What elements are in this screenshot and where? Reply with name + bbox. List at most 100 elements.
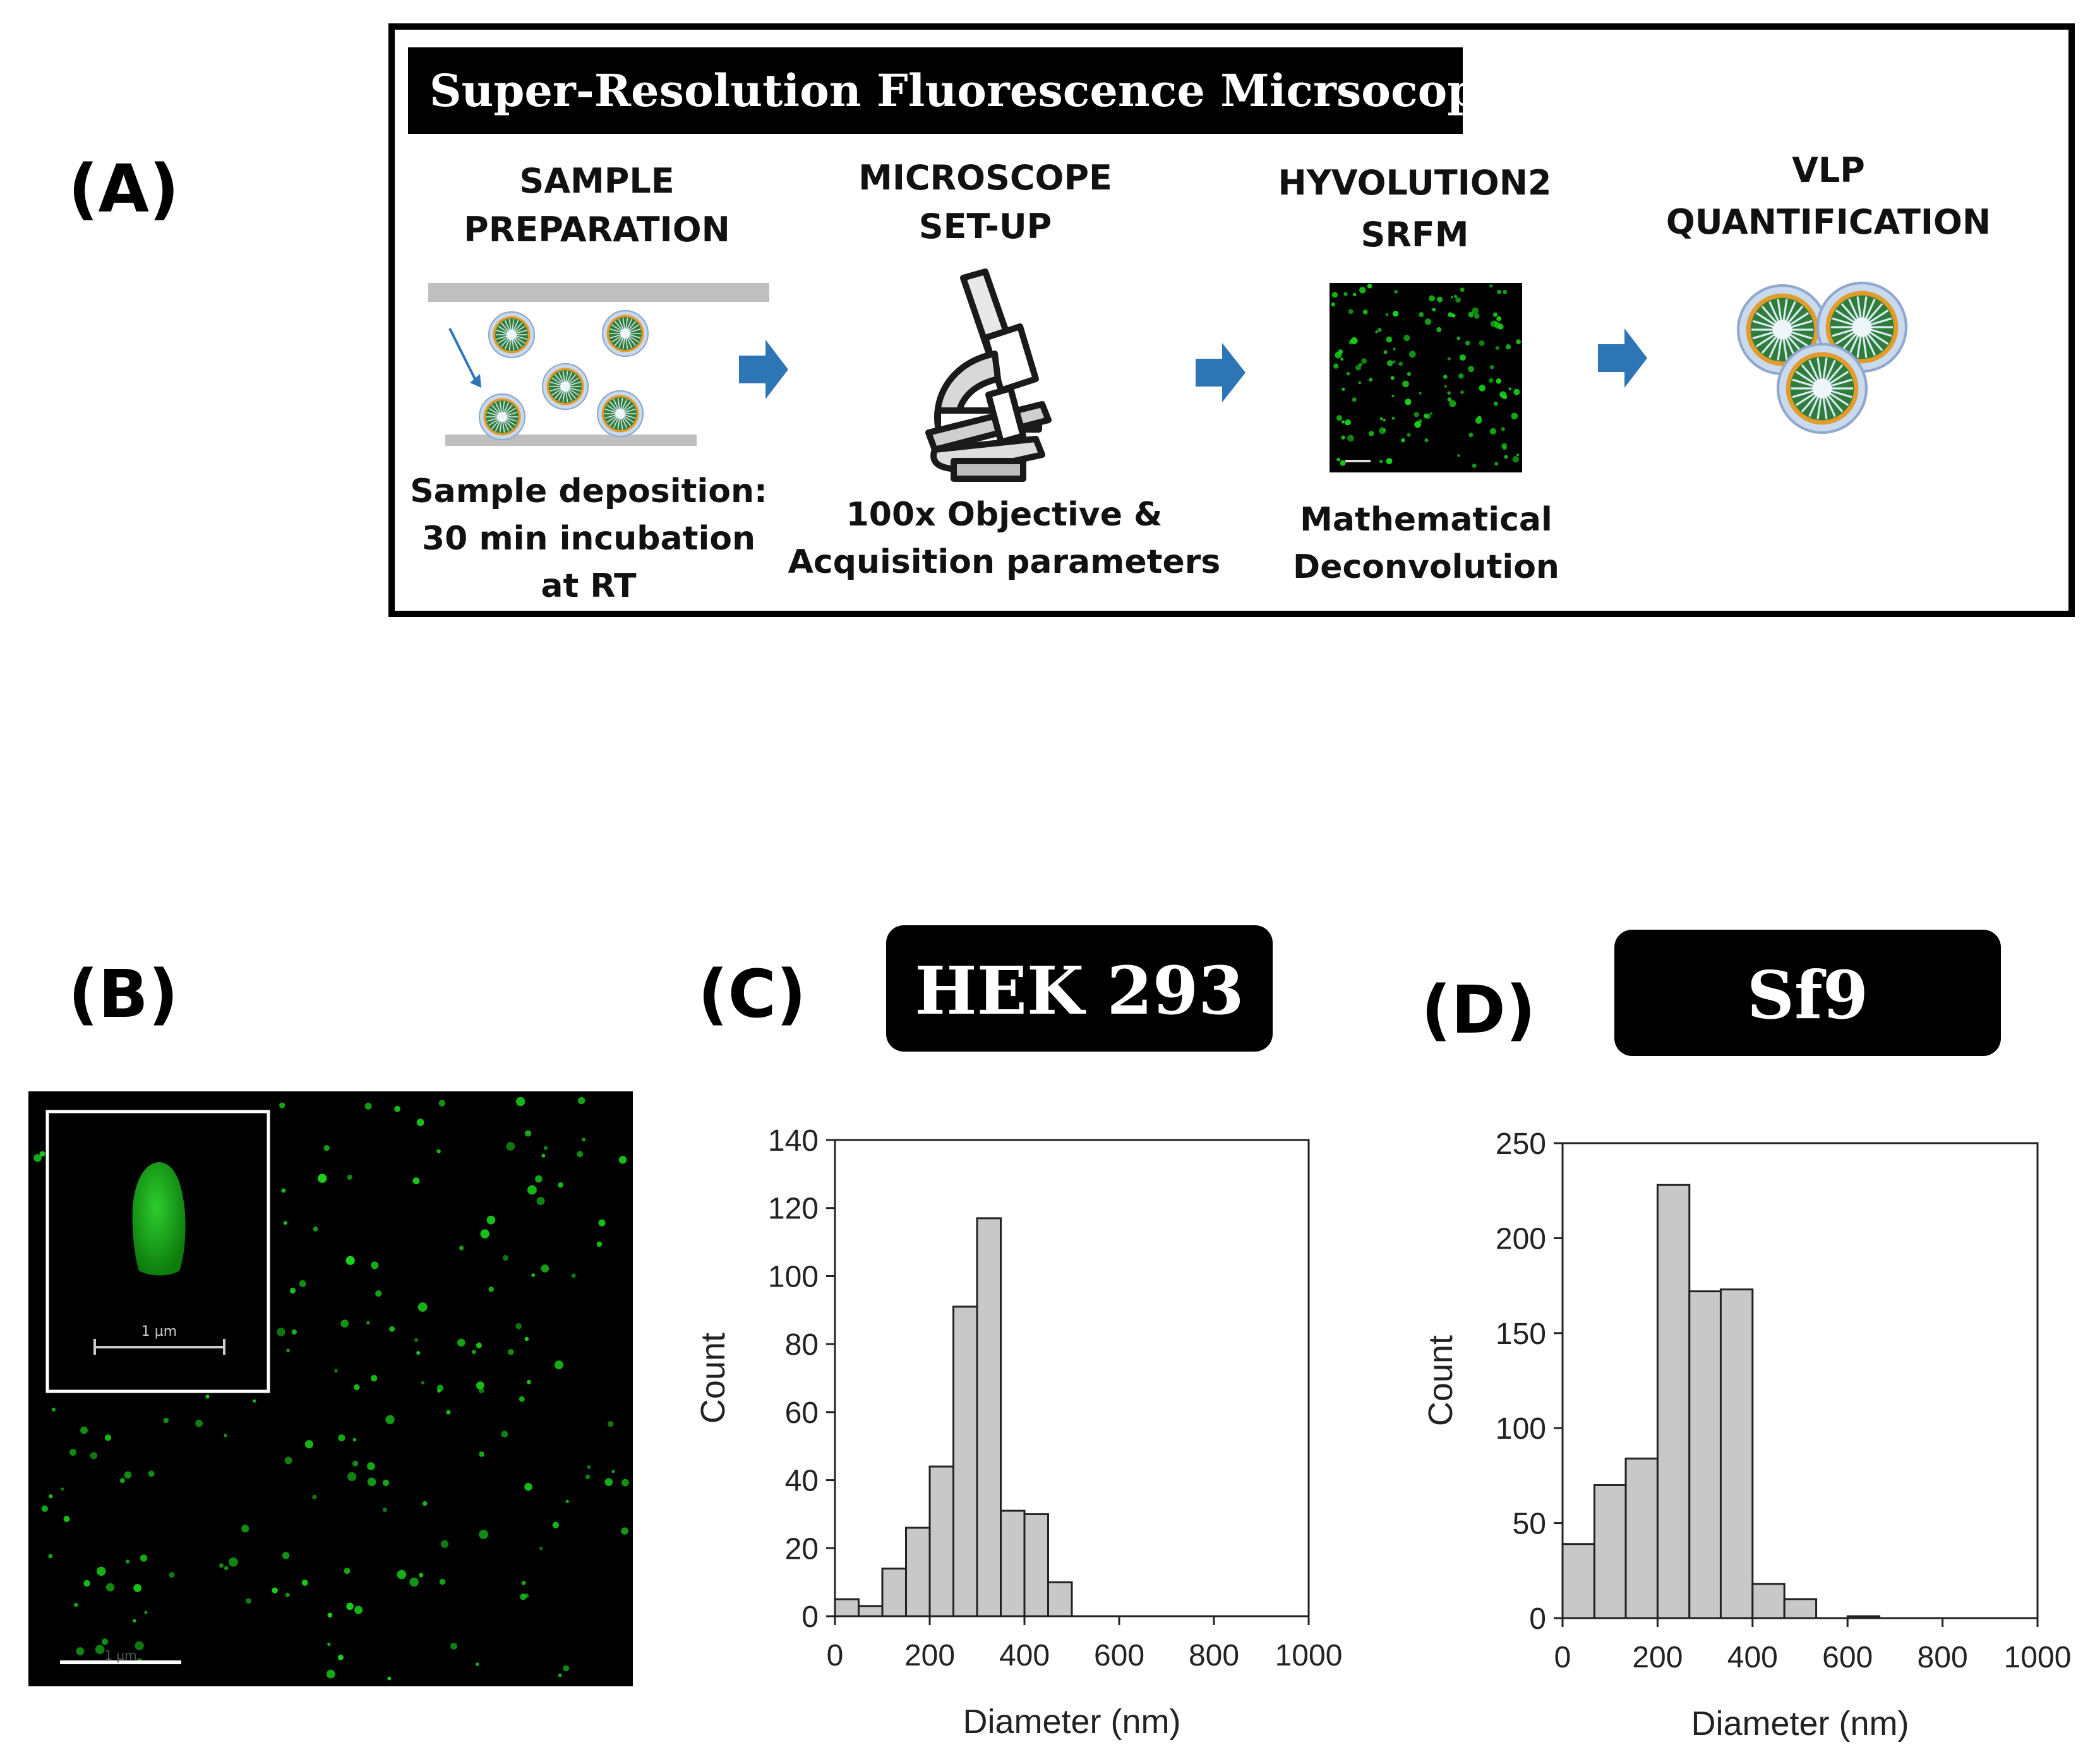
fluorescent-spot [1398, 361, 1403, 366]
fluorescent-spot [446, 1410, 451, 1415]
fluorescent-spot [1375, 330, 1378, 333]
x-tick-label: 0 [1554, 1641, 1571, 1674]
fluorescent-spot [1407, 371, 1412, 376]
fluorescent-spot [1449, 400, 1456, 407]
fluorescent-spot [501, 1431, 508, 1437]
workflow-title: Super-Resolution Fluorescence Micrsocopy [429, 64, 1505, 117]
fluorescent-spot [450, 1642, 457, 1650]
fluorescent-spot [1331, 302, 1336, 307]
fluorescent-spot [527, 1379, 531, 1384]
step1-caption-line3: at RT [541, 567, 637, 605]
fluorescent-spot [1419, 392, 1422, 395]
fluorescent-spot [219, 1563, 224, 1568]
y-tick-label: 100 [1496, 1412, 1546, 1446]
fluorescent-spot [541, 1153, 546, 1158]
step2-heading-line1: MICROSCOPE [858, 158, 1112, 198]
step1-caption-line2: 30 min incubation [422, 520, 755, 558]
fluorescent-spot [611, 1470, 615, 1473]
vlp-cluster-particle-3 [1776, 342, 1868, 435]
fluorescent-spot [1385, 313, 1389, 316]
fluorescent-spot [1501, 443, 1508, 449]
fluorescent-spot [524, 1482, 532, 1491]
fluorescent-spot [1498, 323, 1504, 330]
fluorescent-spot [1453, 294, 1458, 298]
fluorescent-spot [124, 1471, 132, 1479]
fluorescent-spot [1386, 458, 1393, 465]
x-tick-label: 1000 [2004, 1641, 2072, 1674]
fluorescent-spot [76, 1647, 85, 1655]
fluorescent-spot [1401, 438, 1405, 443]
vlp-particle-3 [541, 363, 589, 411]
fluorescent-spot [1341, 420, 1345, 424]
histogram-bar [1023, 1513, 1049, 1617]
step2-heading-line2: SET-UP [919, 207, 1052, 246]
fluorescent-spot [598, 1219, 606, 1227]
fluorescent-spot [195, 1419, 203, 1427]
fluorescent-spot [1361, 358, 1367, 364]
fluorescent-spot [284, 1456, 292, 1465]
fluorescent-spot [367, 1462, 375, 1470]
fluorescent-spot [618, 1156, 627, 1164]
fluorescent-spot [1495, 345, 1499, 350]
fluorescent-spot [83, 1580, 90, 1587]
workflow-arrow-3 [1598, 328, 1647, 388]
fluorescent-spot [1496, 378, 1501, 384]
x-tick-label: 200 [1632, 1641, 1683, 1674]
fluorescent-spot [1436, 327, 1442, 332]
fluorescent-spot [524, 1130, 532, 1137]
fluorescent-spot [419, 1573, 424, 1578]
fluorescent-spot [596, 1241, 603, 1247]
fluorescent-spot [69, 1449, 76, 1456]
fluorescent-spot [104, 1434, 112, 1441]
fluorescent-spot [344, 1568, 351, 1575]
step4-heading-line2: QUANTIFICATION [1666, 202, 1991, 242]
y-tick-label: 120 [768, 1192, 819, 1226]
vlp-particle-5 [596, 390, 644, 438]
histogram-bar [976, 1217, 1002, 1617]
histogram-bar [928, 1465, 954, 1617]
fluorescent-spot [515, 1323, 522, 1329]
histogram-bar [1561, 1543, 1595, 1619]
fluorescent-spot [1419, 312, 1424, 318]
fluorescent-spot [1369, 431, 1374, 436]
deconvolution-image [1330, 283, 1522, 472]
vlp-cluster-icon [1736, 281, 1908, 435]
fluorescent-spot [531, 1273, 536, 1277]
fluorescent-spot [345, 1256, 355, 1265]
fluorescent-spot [41, 1505, 49, 1512]
plot-frame [1561, 1142, 2039, 1619]
fluorescent-spot [1393, 360, 1396, 364]
fluorescent-spot [397, 1569, 407, 1580]
fluorescent-spot [1465, 340, 1470, 346]
fluorescent-spot [1505, 344, 1511, 350]
fluorescent-spot [272, 1587, 278, 1593]
fluorescent-spot [74, 1602, 78, 1607]
fluorescent-spot [1342, 387, 1345, 391]
y-tick-label: 80 [785, 1328, 819, 1362]
fluorescent-spot [281, 1188, 286, 1193]
fluorescent-spot [119, 1478, 125, 1484]
x-tick-label: 800 [1918, 1641, 1968, 1674]
fluorescent-spot [283, 1221, 287, 1225]
fluorescent-spot [347, 1472, 357, 1482]
y-axis-label: Count [1422, 1335, 1460, 1426]
fluorescent-spot [416, 1351, 421, 1355]
fluorescent-spot [1493, 401, 1498, 406]
fluorescent-spot [457, 1338, 465, 1347]
fluorescent-spot [301, 1579, 308, 1586]
panel-label-a: (A) [68, 150, 179, 227]
fluorescent-spot [48, 1554, 53, 1559]
fluorescent-spot [1447, 397, 1452, 402]
chart-d-title-box [1614, 930, 2001, 1056]
fluorescent-spot [63, 1516, 70, 1523]
fluorescent-spot [479, 1529, 488, 1539]
x-tick-label: 200 [904, 1639, 955, 1672]
fluorescent-spot [1472, 307, 1479, 315]
histogram-bar [834, 1598, 860, 1617]
fluorescent-spot [144, 1611, 148, 1614]
vlp-particle-4 [478, 393, 526, 441]
workflow-arrow-2 [1196, 343, 1246, 402]
fluorescent-spot [33, 1154, 42, 1162]
x-tick-label: 0 [827, 1639, 844, 1672]
